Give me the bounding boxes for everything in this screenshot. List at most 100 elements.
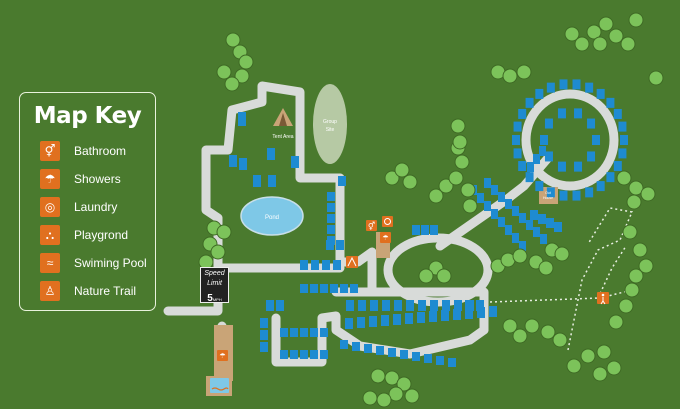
tree <box>538 260 554 276</box>
campsite-pad <box>290 328 298 337</box>
laundry-icon: ◎ <box>40 197 60 217</box>
campsite-pad <box>357 317 365 328</box>
speed-limit-value: 5 <box>207 293 213 304</box>
campsite-pad <box>489 306 497 317</box>
tree <box>554 246 570 262</box>
pond-label: Pond <box>265 215 279 221</box>
campsite-pad <box>596 181 605 192</box>
campsite-pad <box>370 300 378 311</box>
campsite-pad <box>592 135 600 145</box>
tree <box>460 182 476 198</box>
campsite-pad <box>322 260 330 270</box>
campsite-pad <box>382 300 390 311</box>
campsite-pad <box>484 178 491 188</box>
campsite-pad <box>253 175 261 187</box>
campsite-pad <box>412 352 420 361</box>
campsite-pad <box>546 82 555 93</box>
hiker-icon: ♙ <box>40 281 60 301</box>
tree <box>462 198 478 214</box>
campsite-pad <box>405 313 413 324</box>
restroom-icon: ⚥ <box>40 141 60 161</box>
campsite-pad <box>498 217 505 227</box>
group-site-label-1: Group <box>323 119 337 125</box>
tree <box>512 248 528 264</box>
tree <box>618 298 634 314</box>
campsite-pad <box>465 300 473 311</box>
tree <box>564 26 580 42</box>
tree <box>622 224 638 240</box>
campsite-pad <box>596 88 605 99</box>
campsite-pad <box>505 199 512 209</box>
map-icon-nature-trail <box>597 292 609 305</box>
campsite-pad <box>519 241 526 251</box>
campsite-pad <box>477 307 485 318</box>
key-label-nature-trail: Nature Trail <box>74 284 137 298</box>
campsite-pad <box>540 135 548 145</box>
tree <box>516 64 532 80</box>
campsite-pad <box>453 309 461 320</box>
tree <box>524 318 540 334</box>
tree <box>586 24 602 40</box>
campsite-pad <box>310 328 318 337</box>
campsite-pad <box>606 172 615 183</box>
key-item-nature-trail: ♙ Nature Trail <box>40 280 136 302</box>
tree <box>216 224 232 240</box>
tree <box>620 36 636 52</box>
campsite-pad <box>557 108 566 119</box>
campsite-pad <box>441 310 449 321</box>
map-icon-playground <box>346 256 358 268</box>
campsite-pad <box>418 300 426 311</box>
campsite-pad <box>417 312 425 323</box>
tree <box>428 188 444 204</box>
campsite-pad <box>300 260 308 270</box>
campsite-pad <box>527 162 534 172</box>
campsite-pad <box>429 311 437 322</box>
campsite-pad <box>320 284 328 293</box>
tree <box>502 318 518 334</box>
campsite-pad <box>369 316 377 327</box>
campsite-pad <box>572 190 581 201</box>
map-icon-laundry <box>382 216 393 227</box>
campsite-pad <box>406 300 414 311</box>
campsite-pad <box>540 234 547 244</box>
out-house-label-1: Out <box>545 191 551 195</box>
campsite-pad <box>539 146 546 156</box>
tree <box>648 70 664 86</box>
tree <box>592 36 608 52</box>
tree <box>628 12 644 28</box>
tree <box>225 32 241 48</box>
tree <box>624 282 640 298</box>
svg-text:⚥: ⚥ <box>368 221 375 231</box>
key-label-swimming-pool: Swiming Pool <box>74 256 147 270</box>
campsite-pad <box>327 203 335 212</box>
campsite-pad <box>393 314 401 325</box>
tree <box>438 178 454 194</box>
tree <box>418 268 434 284</box>
tree <box>384 170 400 186</box>
campsite-pad <box>326 240 334 250</box>
campsite-pad <box>618 148 627 159</box>
campsite-pad <box>585 187 594 198</box>
campsite-pad <box>327 225 335 234</box>
campsite-pad <box>533 154 540 164</box>
map-icon-showers: ☂ <box>380 232 391 243</box>
campsite-pad <box>518 161 527 172</box>
campsite-pad <box>518 108 527 119</box>
tree <box>388 386 404 402</box>
campsite-pad <box>559 79 568 90</box>
campsite-pad <box>544 118 553 129</box>
tree <box>596 344 612 360</box>
road-bottom-loop <box>271 311 489 367</box>
campsite-pad <box>327 192 335 201</box>
campsite-pad <box>238 112 246 126</box>
tree <box>396 376 412 392</box>
speed-limit-line2: Limit <box>207 280 222 287</box>
tree <box>362 390 378 406</box>
tree <box>512 328 528 344</box>
out-house-label-2: House <box>543 196 553 200</box>
campsite-pad <box>229 155 237 167</box>
campsite-pad <box>424 354 432 363</box>
tree <box>224 76 240 92</box>
campsite-pad <box>572 79 581 90</box>
